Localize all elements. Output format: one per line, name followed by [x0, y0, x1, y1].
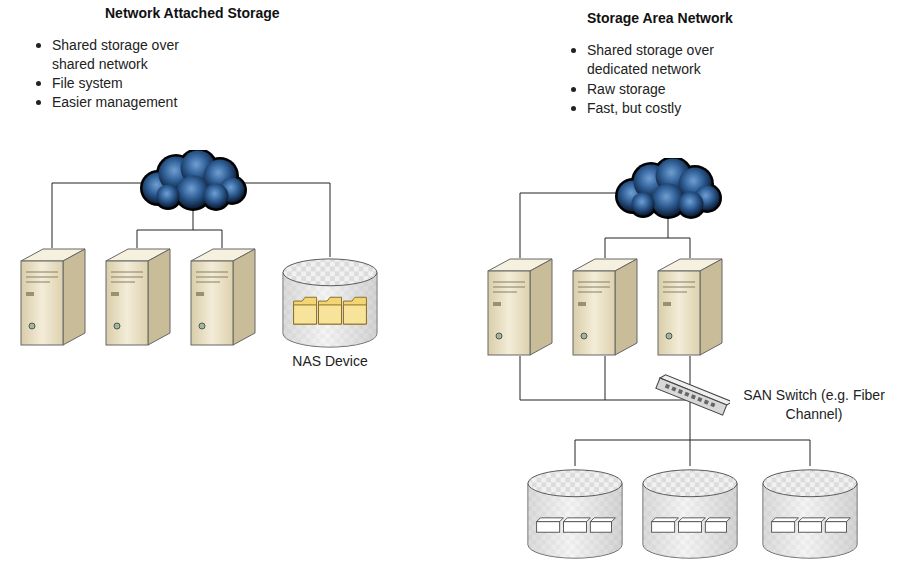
storage-disk — [528, 470, 622, 558]
storage-disk — [643, 470, 737, 558]
server — [658, 259, 722, 355]
bullet-text: Shared storage over dedicated network — [587, 41, 727, 79]
bullet-dot — [36, 100, 41, 105]
switch-shape — [652, 372, 730, 422]
bullet-text: Fast, but costly — [587, 99, 747, 118]
bullet-text: Raw storage — [587, 80, 747, 99]
network-cloud — [615, 156, 722, 219]
bullet-text: File system — [52, 74, 212, 93]
bullet-text: Easier management — [52, 93, 212, 112]
section-heading: Network Attached Storage — [105, 4, 325, 23]
node-label: NAS Device — [252, 352, 408, 371]
storage-disk — [763, 470, 857, 558]
bullet-text: Shared storage over shared network — [52, 36, 192, 74]
section-heading: Storage Area Network — [587, 9, 807, 28]
node-label: SAN Switch (e.g. Fiber Channel) — [738, 386, 890, 424]
san-switch: SAN Switch (e.g. Fiber Channel) — [652, 372, 892, 426]
bullet-dot — [571, 106, 576, 111]
nas-device: NAS Device — [282, 257, 378, 373]
bullet-dot — [36, 43, 41, 48]
bullet-dot — [36, 81, 41, 86]
server — [191, 249, 255, 345]
nas-cylinder — [282, 257, 378, 349]
server — [488, 259, 552, 355]
server — [21, 249, 85, 345]
bullet-dot — [571, 87, 576, 92]
bullet-dot — [571, 48, 576, 53]
server — [106, 249, 170, 345]
network-cloud — [140, 148, 247, 211]
server — [573, 259, 637, 355]
network-wire — [520, 193, 810, 466]
